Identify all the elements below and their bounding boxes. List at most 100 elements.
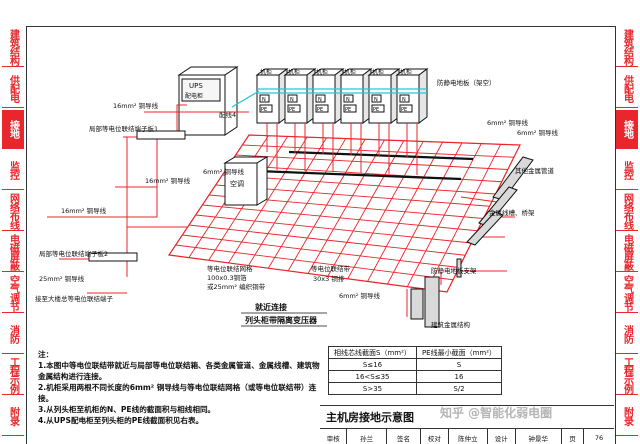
n-terminal: N <box>346 97 350 103</box>
diagram-labels: 16mm² 铜导线 局部等电位联结端子板1 16mm² 铜导线 16mm² 铜导… <box>35 78 558 329</box>
note-3: 3.从列头柜至机柜的N、PE线的截面积与相线相同。 <box>38 405 216 414</box>
pe-terminal: PE <box>373 107 379 113</box>
ac-label: 空调 <box>230 179 244 188</box>
label-metal-struct: 建筑金属结构 <box>431 320 471 329</box>
tab-7[interactable]: 消防 <box>616 315 638 354</box>
pe-spec-table: 相线芯线截面S（mm²） PE线最小截面（mm²） S≤16 S 16<S≤35… <box>328 346 502 395</box>
note-2: 2.机柜采用两根不同长度的6mm² 铜导线与等电位联结网格（或等电位联结带）连接… <box>38 383 317 403</box>
label-grid-spec: 100x0.3铜箔 <box>207 273 247 282</box>
spec-cell: 16<S≤35 <box>328 370 417 383</box>
grid-line <box>175 244 454 281</box>
tb-cell: 陈仲立 <box>449 429 489 444</box>
notes: 注： 1.本图中等电位联结带就近与局部等电位联结箱、各类金属管道、金属线槽、建筑… <box>38 349 323 426</box>
label-metal-pipe: 其他金属管道 <box>515 166 555 175</box>
label-wire6-c: 6mm² 铜导线 <box>517 128 558 137</box>
local-bar-2 <box>88 252 138 262</box>
grid-outline <box>167 134 521 293</box>
page-number: 76 <box>594 433 604 442</box>
grid-line <box>242 144 514 158</box>
notes-head: 注： <box>38 350 54 359</box>
spec-cell: S≤16 <box>328 358 417 371</box>
label-floor: 防静电地板（架空） <box>437 78 496 87</box>
grid-line <box>188 224 466 256</box>
tab-8[interactable]: 工程示例 <box>616 356 638 395</box>
tab-5[interactable]: 电磁屏蔽 <box>2 233 24 272</box>
tab-1[interactable]: 供配电 <box>616 69 638 108</box>
tab-7[interactable]: 消防 <box>2 315 24 354</box>
label-wire6-d: 6mm² 铜导线 <box>339 291 380 300</box>
cabinet-label: 机柜 <box>260 68 272 76</box>
n-terminal: N <box>318 97 322 103</box>
label-local-bar2: 局部等电位联结端子板2 <box>39 249 108 258</box>
tab-6[interactable]: 空气调节 <box>2 274 24 313</box>
air-conditioner <box>223 156 269 206</box>
tb-cell: 校对 <box>421 429 449 444</box>
spec-cell: 16 <box>416 370 502 383</box>
drawing-title: 主机房接地示意图 <box>326 411 414 424</box>
pe-terminal: PE <box>317 107 323 113</box>
cabinet-label: 机柜 <box>400 68 412 76</box>
grid-line <box>195 214 472 244</box>
label-wire25: 25mm² 铜导线 <box>39 274 85 283</box>
label-building-bar: 接至大楼总等电位联结端子 <box>35 294 114 303</box>
right-sidebar: 建筑结构供配电接地监控网络布线电磁屏蔽空气调节消防工程示例附录 <box>614 26 640 444</box>
tab-4[interactable]: 网络布线 <box>2 192 24 231</box>
tab-2[interactable]: 接地 <box>616 110 638 149</box>
label-metal-tray: 金属线槽、桥架 <box>489 208 535 217</box>
cabinet-label: 机柜 <box>288 68 300 76</box>
n-terminal: N <box>262 97 266 103</box>
label-wire6-b: 6mm² 铜导线 <box>487 118 528 127</box>
tab-5[interactable]: 电磁屏蔽 <box>616 233 638 272</box>
tab-9[interactable]: 附录 <box>2 397 24 436</box>
tb-cell: 设计 <box>488 429 516 444</box>
label-wire6-a: 6mm² 铜导线 <box>203 167 244 176</box>
spec-cell: S <box>416 358 502 371</box>
cabinet-label: 机柜 <box>344 68 356 76</box>
grid-line <box>222 174 496 195</box>
pe-terminal: PE <box>289 107 295 113</box>
tab-4[interactable]: 网络布线 <box>616 192 638 231</box>
note-4: 4.从UPS配电柜至列头柜的PE线截面积见右表。 <box>38 416 204 425</box>
tab-8[interactable]: 工程示例 <box>2 356 24 395</box>
tb-cell: 钟景华 <box>516 429 562 444</box>
label-line-head: 列头柜带隔离变压器 <box>245 315 318 325</box>
label-grid: 等电位联结网格 <box>207 264 253 273</box>
server-cabinet: 机柜 N PE <box>339 68 373 124</box>
tb-cell: 页 <box>562 429 585 444</box>
title-block: 主机房接地示意图 审核 孙兰 签名 校对 陈仲立 设计 钟景华 页 76 <box>320 405 614 444</box>
tab-9[interactable]: 附录 <box>616 397 638 436</box>
metal-pipes <box>410 156 534 328</box>
spec-cell: S/2 <box>416 382 502 395</box>
label-local-bar1: 局部等电位联结端子板1 <box>89 124 158 133</box>
tab-0[interactable]: 建筑结构 <box>2 28 24 67</box>
drawing-frame <box>26 26 616 444</box>
label-cable4: 配线4 <box>219 110 236 119</box>
label-near-conn: 就近连接 <box>255 302 287 312</box>
label-strip-spec: 30x3 铜排 <box>313 274 345 283</box>
cyan-wiring <box>231 88 427 108</box>
label-grid-spec2: 或25mm² 编织铜带 <box>207 282 266 291</box>
watermark: 知乎 @智能化弱电圈 <box>440 406 553 420</box>
pe-terminal: PE <box>345 107 351 113</box>
tab-6[interactable]: 空气调节 <box>616 274 638 313</box>
ups-cabinet <box>177 66 239 136</box>
label-floor-support: 防静电地板支架 <box>431 266 477 275</box>
n-terminal: N <box>374 97 378 103</box>
tab-2[interactable]: 接地 <box>2 110 24 149</box>
label-wire16-b: 16mm² 铜导线 <box>145 176 191 185</box>
tb-cell: 审核 <box>320 429 348 444</box>
tab-0[interactable]: 建筑结构 <box>616 28 638 67</box>
tab-1[interactable]: 供配电 <box>2 69 24 108</box>
left-sidebar: 建筑结构供配电接地监控网络布线电磁屏蔽空气调节消防工程示例附录 <box>0 26 26 444</box>
tab-3[interactable]: 监控 <box>616 151 638 190</box>
server-cabinet: 机柜 N PE <box>311 68 345 124</box>
pe-terminal: PE <box>401 107 407 113</box>
tab-3[interactable]: 监控 <box>2 151 24 190</box>
label-wire16-c: 16mm² 铜导线 <box>61 206 107 215</box>
cabinet-label: 机柜 <box>316 68 328 76</box>
